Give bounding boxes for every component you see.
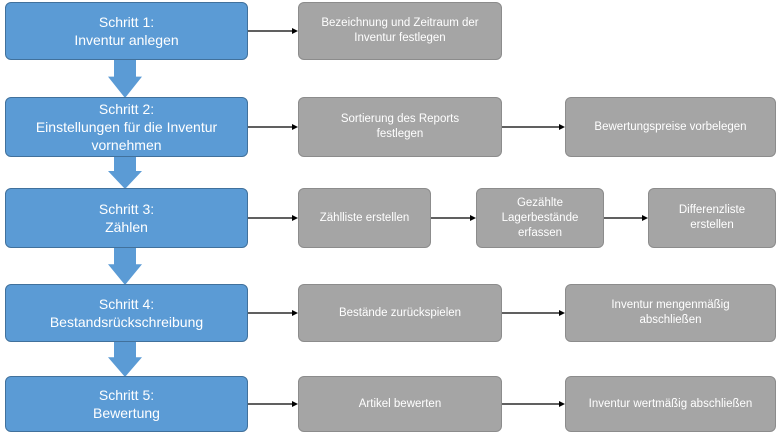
arrowhead-icon [292, 28, 298, 34]
task-zaehlliste-erstellen: Zählliste erstellen [298, 188, 431, 248]
down-arrow-icon [108, 248, 142, 285]
task-label: Artikel bewerten [358, 397, 442, 410]
arrowhead-icon [642, 215, 648, 221]
arrowhead-icon [559, 124, 565, 130]
task-label: Bewertungspreise vorbelegen [594, 120, 747, 133]
arrowhead-icon [292, 401, 298, 407]
task-bestaende-zurueckspielen: Bestände zurückspielen [298, 284, 502, 342]
step-2-label: Schritt 2: Einstellungen für die Inventu… [35, 101, 218, 153]
task-label: Sortierung des Reports festlegen [340, 113, 460, 140]
step-3-box: Schritt 3: Zählen [5, 188, 248, 248]
arrowhead-icon [559, 401, 565, 407]
step-1-label: Schritt 1: Inventur anlegen [74, 14, 179, 48]
task-label: Inventur mengenmäßig abschließen [611, 299, 730, 326]
task-label: Gezählte Lagerbestände erfassen [501, 196, 579, 239]
step-2-box: Schritt 2: Einstellungen für die Inventu… [5, 97, 248, 157]
task-label: Bestände zurückspielen [338, 306, 462, 319]
task-label: Bezeichnung und Zeitraum der Inventur fe… [321, 17, 479, 44]
task-differenzliste-erstellen: Differenzliste erstellen [648, 188, 776, 248]
task-sortierung-festlegen: Sortierung des Reports festlegen [298, 97, 502, 157]
task-inventur-festlegen: Bezeichnung und Zeitraum der Inventur fe… [298, 2, 502, 60]
down-arrow-icon [108, 342, 142, 377]
task-label: Differenzliste erstellen [678, 204, 746, 231]
down-arrow-icon [108, 60, 142, 98]
task-lagerbestaende-erfassen: Gezählte Lagerbestände erfassen [476, 188, 604, 248]
arrowhead-icon [559, 310, 565, 316]
arrowhead-icon [292, 310, 298, 316]
task-artikel-bewerten: Artikel bewerten [298, 376, 502, 432]
step-5-label: Schritt 5: Bewertung [93, 387, 160, 421]
step-4-label: Schritt 4: Bestandsrückschreibung [49, 296, 204, 330]
step-5-box: Schritt 5: Bewertung [5, 376, 248, 432]
task-label: Zählliste erstellen [319, 211, 410, 224]
task-wertmaessig-abschliessen: Inventur wertmäßig abschließen [565, 376, 776, 432]
task-label: Inventur wertmäßig abschließen [588, 397, 753, 410]
step-3-label: Schritt 3: Zählen [98, 201, 155, 235]
down-arrow-icon [108, 157, 142, 189]
task-bewertungspreise-vorbelegen: Bewertungspreise vorbelegen [565, 97, 776, 157]
task-mengenmaessig-abschliessen: Inventur mengenmäßig abschließen [565, 284, 776, 342]
arrowhead-icon [292, 124, 298, 130]
arrowhead-icon [292, 215, 298, 221]
step-1-box: Schritt 1: Inventur anlegen [5, 2, 248, 60]
arrowhead-icon [470, 215, 476, 221]
step-4-box: Schritt 4: Bestandsrückschreibung [5, 284, 248, 342]
